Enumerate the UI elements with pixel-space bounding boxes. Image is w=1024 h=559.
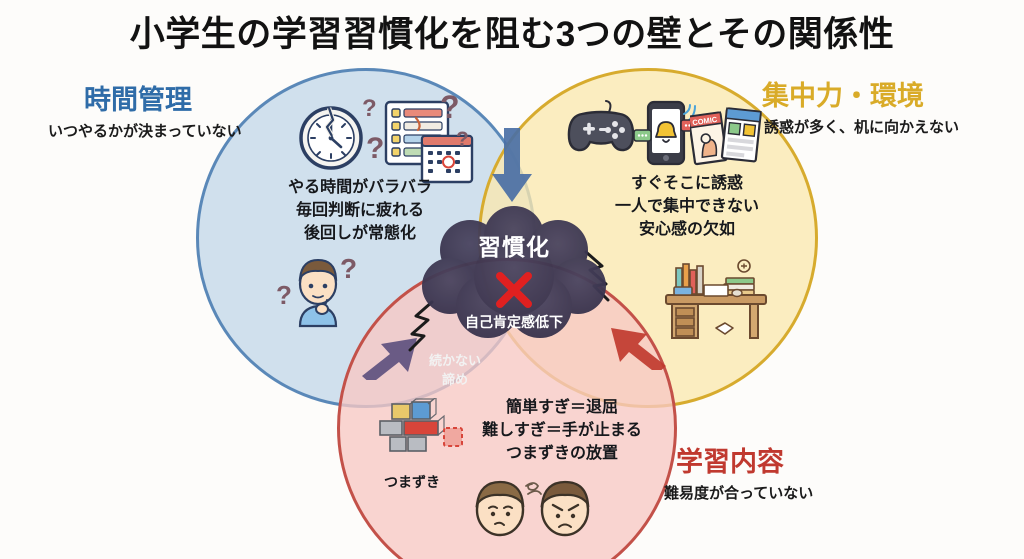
cloud-right-label: 諦め [441, 372, 468, 387]
lightning-mark-left-icon [406, 300, 440, 357]
svg-text:?: ? [440, 92, 460, 125]
page-title: 小学生の学習習慣化を阻む3つの壁とその関係性 [129, 15, 895, 54]
bullet-item: つまずきの放置 [505, 445, 618, 463]
section-title: 学習内容 [676, 447, 784, 477]
section-header-learning-content: 学習内容 難易度が合っていない [664, 447, 814, 503]
svg-text:?: ? [276, 280, 292, 310]
comic-book-icon: COMIC [687, 106, 764, 179]
svg-text:COMIC: COMIC [692, 115, 719, 127]
cloud-left-label: 続かない [428, 353, 481, 368]
section-header-focus-environment: 集中力・環境 誘惑が多く、机に向かえない [762, 81, 960, 137]
svg-text:?: ? [340, 253, 357, 284]
section-subtitle: 難易度が合っていない [664, 484, 814, 502]
bullet-item: 簡単すぎ＝退屈 [505, 399, 618, 416]
thinking-child-icon: ? ? [276, 248, 362, 339]
bullets-focus-environment: すぐそこに誘惑 一人で集中できない 安心感の欠如 [592, 172, 782, 242]
child-faces-icon [466, 474, 596, 545]
stumble-label: つまずき [384, 474, 440, 490]
svg-text:?: ? [362, 95, 377, 122]
section-title: 集中力・環境 [762, 81, 924, 111]
bullet-item: 後回しが常態化 [303, 225, 416, 243]
arrow-bottom-left-up [360, 318, 436, 385]
stacked-blocks-icon [370, 395, 470, 479]
central-habit-cloud: 習慣化 続かない 諦め 自己肯定感低下 [418, 206, 610, 387]
schedule-list-icon [378, 96, 476, 197]
bullet-item: 一人で集中できない [614, 198, 759, 216]
bullet-item: 難しすぎ＝手が止まる [482, 422, 642, 440]
question-mark-icon: ? ? ? ? [362, 89, 472, 177]
messy-desk-icon [660, 252, 772, 349]
cloud-title: 習慣化 [478, 234, 550, 260]
bullet-item: 毎回判断に疲れる [295, 202, 424, 220]
svg-text:?: ? [366, 132, 384, 165]
bullets-learning-content: 簡単すぎ＝退屈 難しすぎ＝手が止まる つまずきの放置 [462, 396, 662, 466]
cracked-clock-icon [296, 100, 366, 179]
cloud-bottom-label: 自己肯定感低下 [465, 314, 563, 330]
arrow-bottom-right-up [592, 308, 668, 375]
bullet-item: 安心感の欠如 [638, 221, 735, 239]
gamepad-icon [566, 100, 636, 161]
bullet-item: すぐそこに誘惑 [630, 175, 743, 192]
svg-text:?: ? [456, 128, 469, 151]
section-header-time-management: 時間管理 いつやるかが決まっていない [48, 85, 242, 141]
bullet-item: やる時間がバラバラ [288, 179, 432, 196]
bullets-time-management: やる時間がバラバラ 毎回判断に疲れる 後回しが常態化 [264, 176, 456, 246]
section-title: 時間管理 [84, 85, 192, 115]
section-subtitle: いつやるかが決まっていない [48, 122, 242, 140]
section-subtitle: 誘惑が多く、机に向かえない [764, 118, 960, 136]
red-x-mark-icon [494, 270, 534, 310]
arrow-top-down [490, 128, 534, 209]
